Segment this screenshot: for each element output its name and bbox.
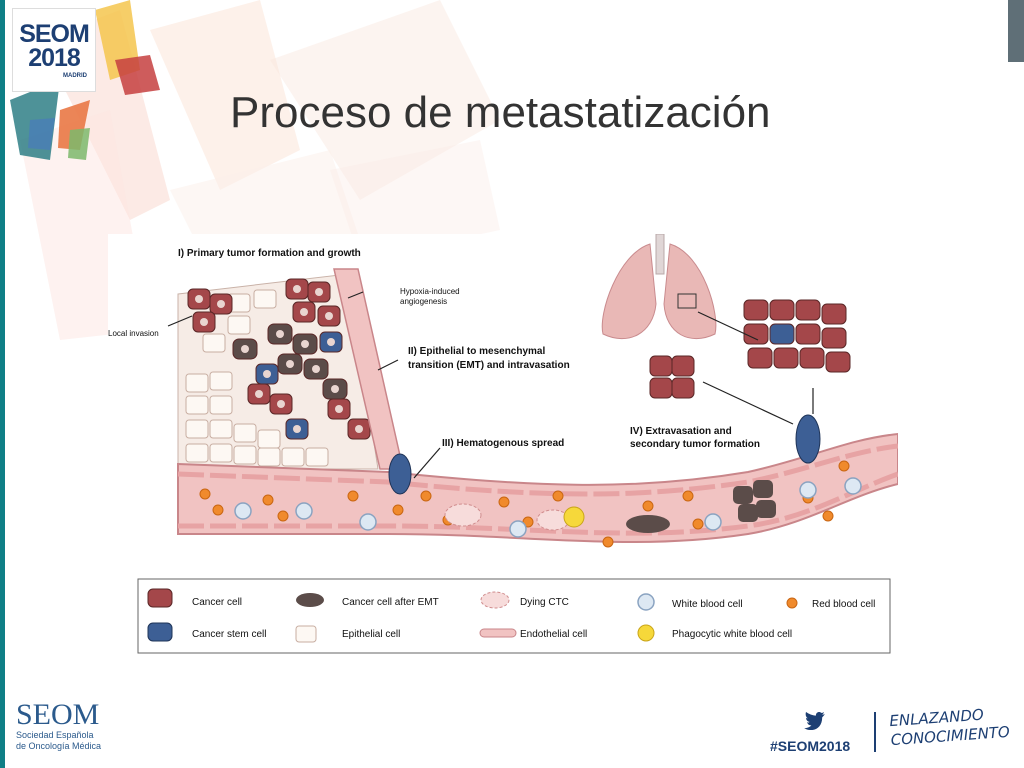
metastasis-diagram: I) Primary tumor formation and growth Lo… <box>108 233 899 654</box>
label-step3: III) Hematogenous spread <box>442 438 564 449</box>
phagocytic-white-blood-cell <box>563 506 585 528</box>
logo-seom-text: SEOM <box>19 19 90 48</box>
metastasis-figure: I) Primary tumor formation and growth Lo… <box>108 233 899 654</box>
legend-label: Phagocytic white blood cell <box>672 629 792 640</box>
footer-society-line1: Sociedad Española <box>16 730 94 740</box>
intravasating-cell <box>388 453 412 495</box>
vessel-wall-top <box>177 443 899 497</box>
primary-tumor <box>187 278 371 440</box>
logo-city-text: MADRID <box>63 72 87 79</box>
label-step1: I) Primary tumor formation and growth <box>178 248 361 259</box>
footer-seom-text: SEOM <box>16 698 100 731</box>
legend-icons <box>147 588 798 643</box>
legend-label: Cancer cell <box>192 597 242 608</box>
slide-title: Proceso de metastatización <box>230 88 771 137</box>
legend-label: Dying CTC <box>520 597 569 608</box>
extravasating-cell <box>795 414 821 464</box>
label-step4-1: IV) Extravasation and <box>630 426 732 437</box>
legend-box <box>137 578 891 654</box>
annotation-arrows <box>167 291 814 479</box>
ctc-cluster <box>733 480 776 522</box>
slogan-text: ENLAZANDO CONOCIMIENTO <box>889 704 1011 750</box>
dying-ctc <box>444 503 482 527</box>
twitter-icon <box>804 712 825 730</box>
emt-cell-in-vessel <box>626 515 670 533</box>
top-right-accent <box>1008 0 1024 62</box>
footer-seom-logo: SEOM Sociedad Española de Oncología Médi… <box>16 700 101 752</box>
legend-label: Endothelial cell <box>520 629 587 640</box>
seom-2018-logo: SEOM 2018 MADRID <box>12 8 96 92</box>
vessel-wall-bottom <box>178 471 899 536</box>
hashtag-text: #SEOM2018 <box>770 738 851 754</box>
label-step2-1: II) Epithelial to mesenchymal <box>408 346 545 357</box>
legend-label: White blood cell <box>672 599 743 610</box>
label-step2-2: transition (EMT) and intravasation <box>408 360 570 371</box>
red-blood-cells <box>199 460 850 548</box>
label-hypoxia-2: angiogenesis <box>400 297 447 306</box>
label-local-invasion: Local invasion <box>108 329 159 338</box>
footer-divider <box>874 712 876 752</box>
label-hypoxia-1: Hypoxia-induced <box>400 287 460 296</box>
white-blood-cells <box>234 477 862 538</box>
left-accent-bar <box>0 0 5 768</box>
footer-society-line2: de Oncología Médica <box>16 741 102 751</box>
secondary-tumor-large <box>743 299 851 373</box>
legend-label: Cancer stem cell <box>192 629 266 640</box>
label-step4-2: secondary tumor formation <box>630 439 760 450</box>
secondary-tumor-small <box>649 355 695 399</box>
legend-label: Cancer cell after EMT <box>342 597 439 608</box>
legend-label: Red blood cell <box>812 599 875 610</box>
logo-year-text: 2018 <box>28 43 81 72</box>
legend-label: Epithelial cell <box>342 629 400 640</box>
